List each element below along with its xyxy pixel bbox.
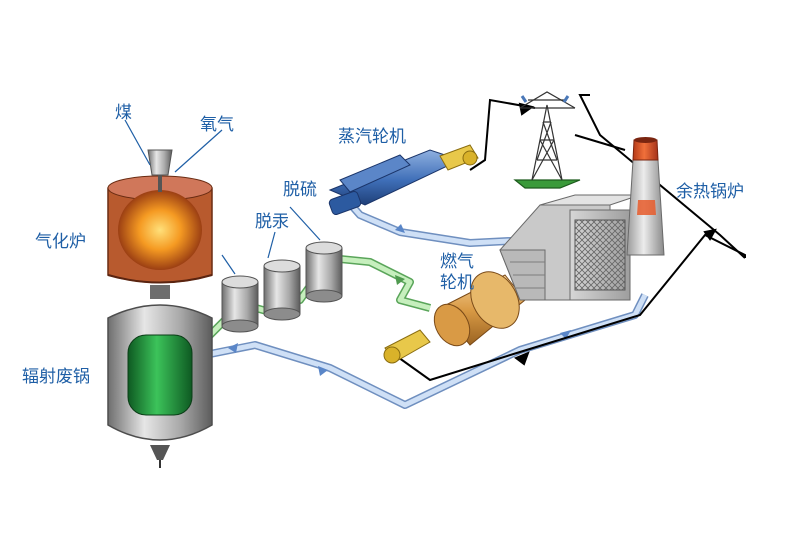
desulfurization-label: 脱硫 [283, 180, 317, 200]
gas-turbine-label: 燃气轮机 [440, 252, 474, 293]
oxygen-label: 氧气 [200, 115, 234, 135]
oxygen-leader-line [174, 129, 223, 173]
mercury-removal-leader-line [267, 231, 276, 259]
flow-arrow-icon [514, 351, 530, 366]
gasifier-label: 气化炉 [35, 232, 86, 252]
steam-turbine-label: 蒸汽轮机 [338, 127, 406, 147]
flow-arrow-icon [703, 228, 717, 241]
mercury-tank-leader-line [221, 254, 236, 275]
coal-leader-line [124, 119, 151, 166]
flow-arrow-icon [560, 330, 571, 339]
hrsg-label: 余热锅炉 [676, 182, 744, 202]
signal-line [394, 94, 746, 382]
radiant-boiler [107, 285, 213, 468]
gas-turbine [383, 271, 526, 364]
signal-line-segment [574, 134, 626, 151]
desulfurization-leader-line [289, 206, 321, 241]
flow-arrow-icon [395, 224, 405, 233]
desulfurization-tank-2 [305, 241, 343, 303]
mercury-removal-tank [221, 275, 259, 333]
coal-label: 煤 [115, 103, 132, 123]
gasifier [107, 149, 213, 284]
flow-arrow-icon [318, 366, 328, 376]
chimney [626, 137, 665, 256]
steam-pipe-upper [342, 195, 531, 247]
flow-arrow-icon [518, 102, 535, 116]
coal-inlet-nozzle [147, 149, 173, 176]
transmission-tower [513, 91, 581, 189]
flow-arrow-icon [395, 275, 405, 285]
hrsg [499, 194, 641, 301]
desulfurization-tank-1 [263, 259, 301, 321]
radiant-boiler-label: 辐射废锅 [22, 367, 90, 387]
mercury-removal-label: 脱汞 [255, 212, 289, 232]
cooler-core [127, 334, 193, 416]
steam-turbine [328, 144, 479, 216]
flow-arrow-icon [228, 343, 238, 353]
steam-pipe-lower [204, 293, 649, 409]
